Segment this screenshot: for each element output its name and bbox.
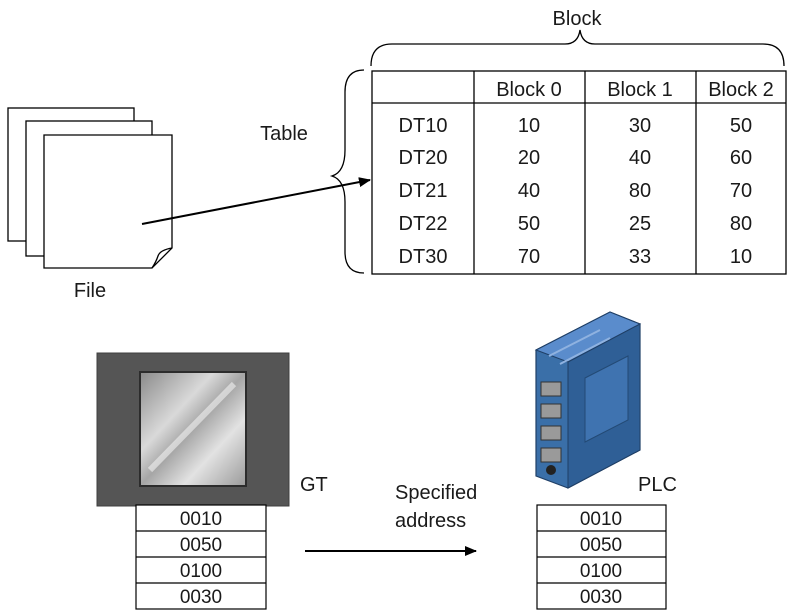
table-cell: 50 [730,115,752,137]
table-brace [329,69,365,274]
block-brace [370,29,785,67]
table-header-cell: Block 2 [708,79,774,101]
table-cell: 33 [629,246,651,268]
data-table: Block 0 Block 1 Block 2 DT10 10 30 50 DT… [371,70,787,275]
table-frame [371,70,787,275]
block-label: Block [553,8,603,30]
table-cell: 25 [629,213,651,235]
table-row-label: DT10 [399,115,448,137]
table-cell: 70 [518,246,540,268]
plc-label: PLC [638,474,677,496]
specified-address-label: Specified [395,482,477,504]
table-row-label: DT21 [399,180,448,202]
table-cell: 10 [730,246,752,268]
plc-register-list: 0010 0050 0100 0030 [536,504,667,610]
file-label: File [74,280,106,302]
table-header-cell: Block 1 [607,79,673,101]
table-cell: 80 [730,213,752,235]
table-cell: 10 [518,115,540,137]
table-row-label: DT30 [399,246,448,268]
table-cell: 20 [518,147,540,169]
table-cell: 80 [629,180,651,202]
table-label: Table [260,123,308,145]
gt-register-value: 0050 [180,535,222,556]
plc-register-value: 0050 [580,535,622,556]
gt-register-value: 0030 [180,587,222,608]
table-row-label: DT20 [399,147,448,169]
gt-panel-icon [96,352,290,507]
gt-register-value: 0100 [180,561,222,582]
table-cell: 70 [730,180,752,202]
gt-register-value: 0010 [180,509,222,530]
table-cell: 30 [629,115,651,137]
table-header-cell: Block 0 [496,79,562,101]
table-cell: 50 [518,213,540,235]
plc-module-icon [534,311,642,489]
plc-register-value: 0010 [580,509,622,530]
table-cell: 60 [730,147,752,169]
specified-address-label: address [395,510,466,532]
table-cell: 40 [629,147,651,169]
plc-register-value: 0030 [580,587,622,608]
gt-label: GT [300,474,328,496]
table-cell: 40 [518,180,540,202]
plc-register-value: 0100 [580,561,622,582]
file-stack-icon [7,107,173,269]
file-to-table-arrow [141,177,371,225]
table-row-label: DT22 [399,213,448,235]
gt-register-list: 0010 0050 0100 0030 [135,504,267,610]
